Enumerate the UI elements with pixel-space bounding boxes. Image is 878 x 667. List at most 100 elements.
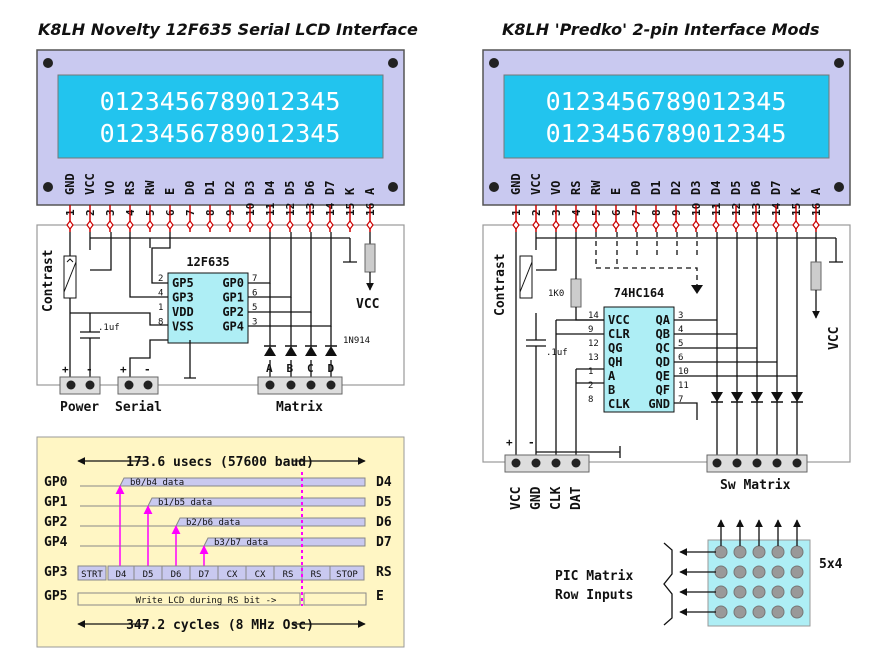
right-plus: + bbox=[506, 436, 513, 449]
gp3-cell-label: STRT bbox=[81, 570, 103, 580]
left-pin-label: RS bbox=[123, 181, 137, 195]
diode bbox=[305, 346, 317, 356]
right-pin-pad bbox=[712, 220, 720, 230]
gp3-cell-label: D5 bbox=[143, 570, 154, 580]
right-chip-right-pin: QC bbox=[656, 341, 670, 355]
switch-dot bbox=[714, 565, 728, 579]
timing-left-label: GP5 bbox=[44, 589, 67, 604]
left-pin-label: A bbox=[363, 187, 377, 195]
left-contrast-label: Contrast bbox=[41, 249, 56, 312]
right-chip-right-pin: GND bbox=[648, 397, 670, 411]
switch-dot bbox=[752, 585, 766, 599]
left-chip-right-pin: GP4 bbox=[222, 320, 244, 334]
right-pin-label: VCC bbox=[529, 173, 543, 195]
timing-left-label: GP0 bbox=[44, 475, 68, 490]
right-pin-label: E bbox=[609, 188, 623, 195]
right-chip-right-pin: QE bbox=[656, 369, 670, 383]
right-pin-label: D2 bbox=[669, 181, 683, 195]
gp3-cell-label: RS bbox=[311, 570, 322, 580]
right-chip-left-pin: VCC bbox=[608, 313, 630, 327]
left-chip-left-pin: VSS bbox=[172, 320, 194, 334]
left-pin-label: D5 bbox=[283, 181, 297, 195]
left-lcd-line2: 0123456789012345 bbox=[100, 119, 341, 148]
right-chip-left-pin: CLK bbox=[608, 397, 630, 411]
right-pin-pad bbox=[612, 220, 620, 230]
left-pin-pad bbox=[186, 220, 194, 230]
switch-dot bbox=[771, 565, 785, 579]
left-chip-left-num: 2 bbox=[158, 274, 163, 284]
left-chip-right-pin: GP2 bbox=[222, 305, 244, 319]
timing-right-label: E bbox=[376, 589, 384, 604]
gp3-cell-label: D4 bbox=[116, 570, 127, 580]
right-pin-label: A bbox=[809, 187, 823, 195]
right-pin-pad bbox=[652, 220, 660, 230]
timing-top-label: 173.6 usecs (57600 baud) bbox=[126, 455, 314, 470]
right-pin-pad bbox=[792, 220, 800, 230]
gp3-cell bbox=[77, 565, 107, 581]
right-connector-label: VCC bbox=[509, 487, 524, 510]
matrix-letter: A bbox=[266, 362, 273, 375]
right-pin-label: D6 bbox=[749, 181, 763, 195]
switch-dot bbox=[733, 545, 747, 559]
matrix-label: Matrix bbox=[276, 400, 323, 415]
left-pin-label: D4 bbox=[263, 181, 277, 195]
right-chip-left-num: 8 bbox=[588, 395, 593, 405]
matrix-letter: D bbox=[328, 362, 335, 375]
timing-left-label: GP4 bbox=[44, 535, 68, 550]
right-pin-pad bbox=[532, 220, 540, 230]
diode bbox=[771, 392, 783, 402]
left-pin-label: D6 bbox=[303, 181, 317, 195]
right-vcc-label: VCC bbox=[827, 327, 842, 350]
timing-left-label: GP2 bbox=[44, 515, 67, 530]
right-chip-right-num: 6 bbox=[678, 353, 683, 363]
right-chip-right-pin: QA bbox=[656, 313, 671, 327]
right-pin-label: RS bbox=[569, 181, 583, 195]
right-pin-label: VO bbox=[549, 181, 563, 195]
gp3-cell-label: RS bbox=[283, 570, 294, 580]
switch-dot bbox=[790, 545, 804, 559]
right-chip-right-num: 11 bbox=[678, 381, 689, 391]
right-connector-label: GND bbox=[529, 486, 544, 510]
switch-dot bbox=[790, 605, 804, 619]
sw-matrix-label: Sw Matrix bbox=[720, 478, 791, 493]
right-minus: - bbox=[528, 436, 535, 449]
left-chip-left-pin: GP3 bbox=[172, 291, 194, 305]
switch-dot bbox=[790, 585, 804, 599]
right-pin-pad bbox=[672, 220, 680, 230]
diode bbox=[751, 392, 763, 402]
right-chip-left-pin: QH bbox=[608, 355, 622, 369]
serial-label: Serial bbox=[115, 400, 162, 415]
data-signal-label: b1/b5 data bbox=[158, 498, 212, 508]
left-diode-label: 1N914 bbox=[343, 336, 370, 346]
matrix-letter: B bbox=[287, 362, 294, 375]
right-pin-label: D4 bbox=[709, 181, 723, 195]
switch-dot bbox=[733, 565, 747, 579]
switch-dot bbox=[733, 605, 747, 619]
right-chip-name: 74HC164 bbox=[614, 286, 665, 300]
left-chip-right-num: 6 bbox=[252, 289, 257, 299]
switch-dot bbox=[714, 545, 728, 559]
right-pin-pad bbox=[752, 220, 760, 230]
right-chip-right-num: 5 bbox=[678, 339, 683, 349]
switch-dot bbox=[714, 585, 728, 599]
left-chip-right-pin: GP0 bbox=[222, 276, 244, 290]
pic-matrix-diagram: PIC Matrix Row Inputs 5x4 bbox=[555, 519, 843, 627]
right-pin-pad bbox=[572, 220, 580, 230]
right-chip-right-num: 3 bbox=[678, 311, 683, 321]
right-pin-pad bbox=[632, 220, 640, 230]
left-chip-right-num: 3 bbox=[252, 318, 257, 328]
power-label: Power bbox=[60, 400, 99, 415]
right-chip-left-num: 9 bbox=[588, 325, 593, 335]
left-chip-right-num: 7 bbox=[252, 274, 257, 284]
right-chip-left-pin: QG bbox=[608, 341, 622, 355]
data-signal-label: b2/b6 data bbox=[186, 518, 240, 528]
left-pin-pad bbox=[166, 220, 174, 230]
left-pin-pad bbox=[86, 220, 94, 230]
left-pin-label: D0 bbox=[183, 181, 197, 195]
right-contrast-label: Contrast bbox=[493, 253, 508, 316]
left-pin-label: K bbox=[343, 187, 357, 195]
switch-dot bbox=[752, 605, 766, 619]
